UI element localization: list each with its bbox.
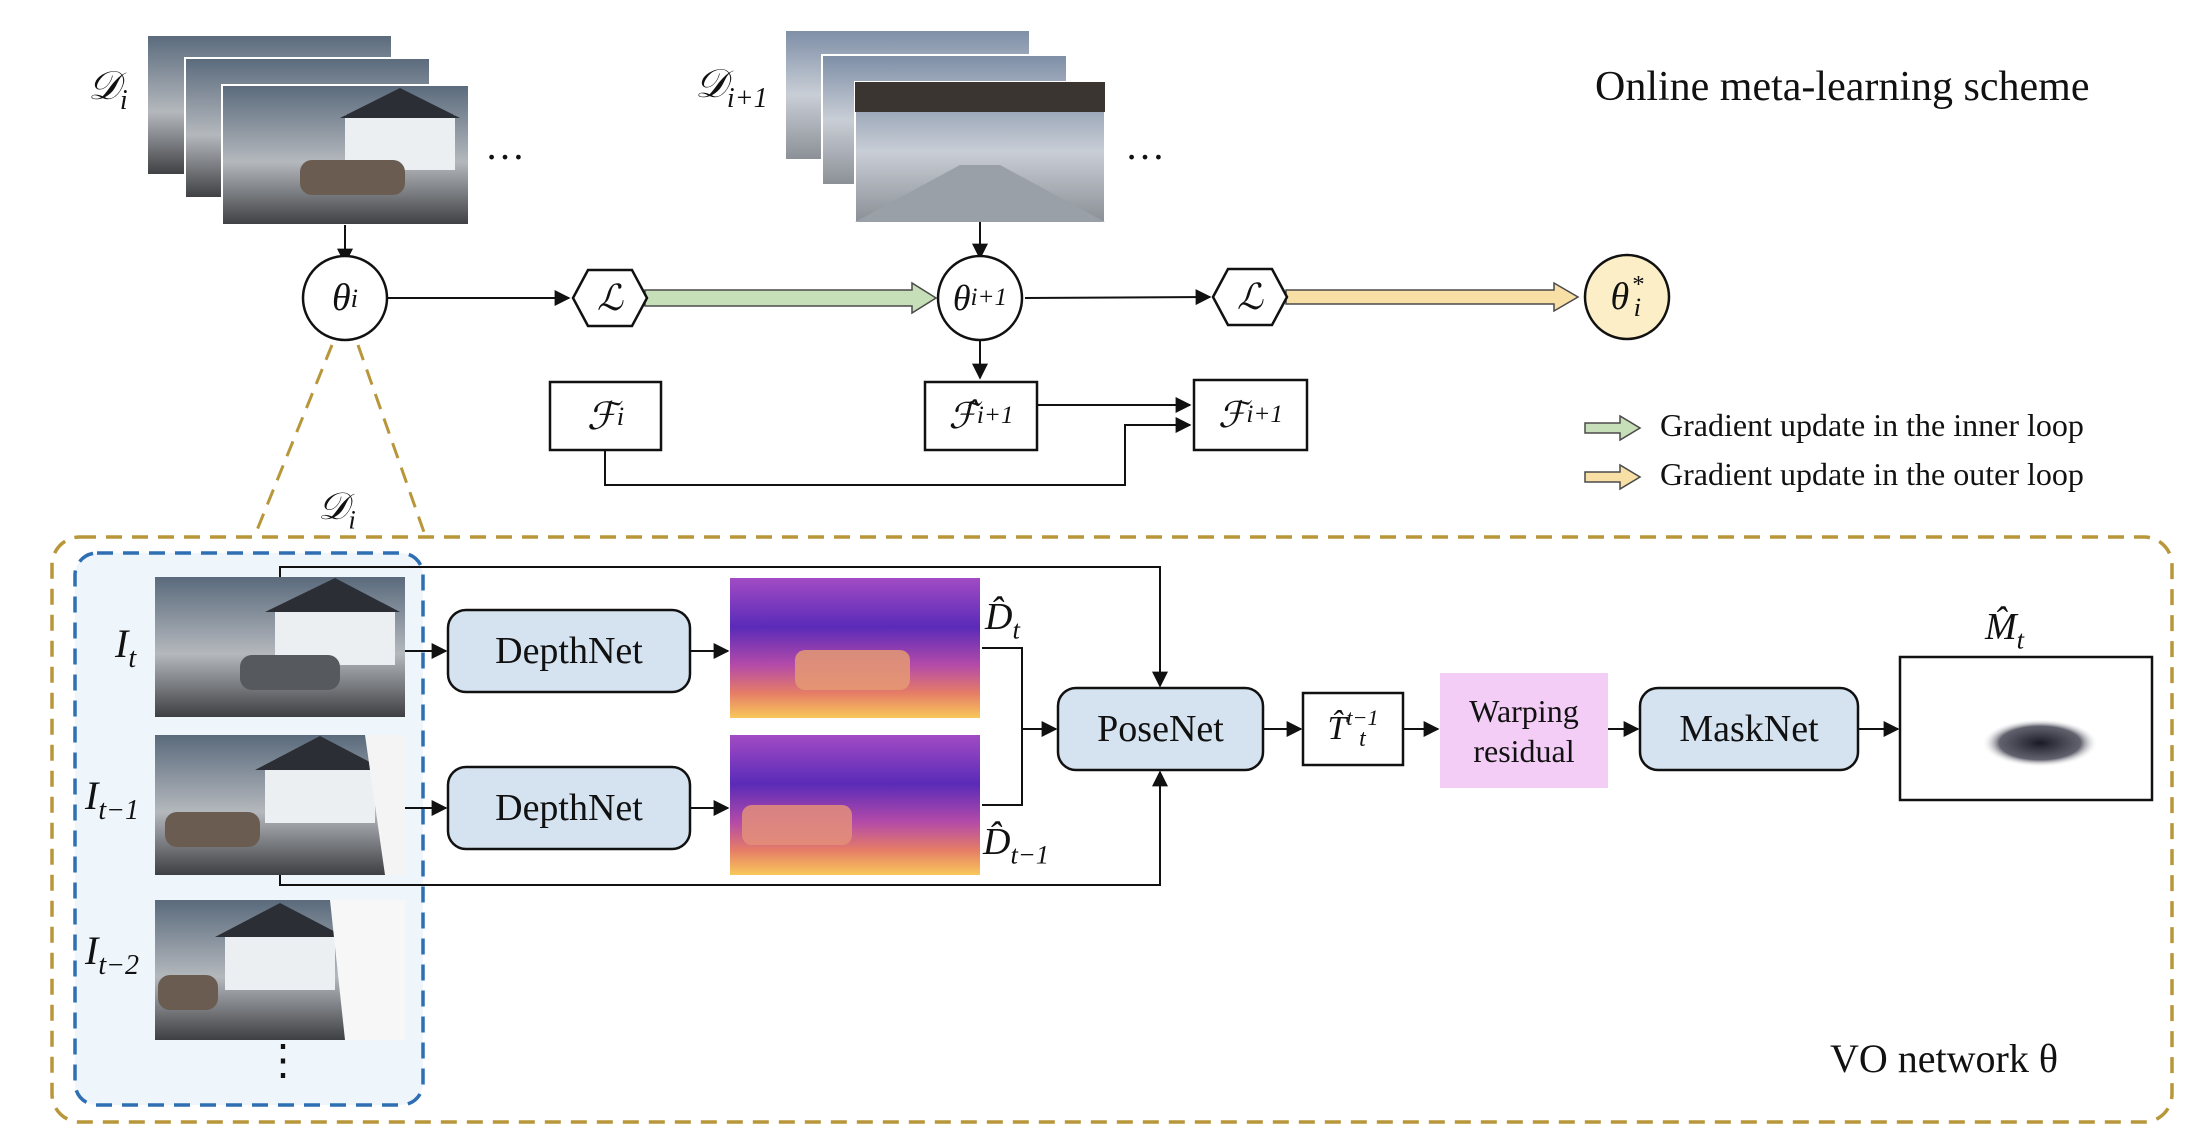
dataset-i-label: 𝒟i <box>88 63 128 116</box>
dataset-i-car <box>300 160 405 195</box>
zoom-line-left <box>253 344 334 536</box>
legend-inner-label: Gradient update in the inner loop <box>1660 407 2084 443</box>
diagram-title: Online meta-learning scheme <box>1595 64 2090 110</box>
frame-t1-image <box>155 735 405 875</box>
ellipsis-dataset-i: … <box>485 123 525 168</box>
dataset-i-stack <box>146 34 470 226</box>
dataset-i1-overpass <box>855 82 1105 112</box>
legend-outer-label: Gradient update in the outer loop <box>1660 456 2084 492</box>
vo-network-frame <box>50 535 2174 1124</box>
frame-t-label: It <box>115 621 137 674</box>
mask-blob <box>1982 719 2098 767</box>
feature-hat-i1-label: ℱ̂i+1 <box>948 396 1014 436</box>
feature-i1-box <box>1192 378 1309 452</box>
vertical-ellipsis: ⋮ <box>262 1038 304 1084</box>
feature-hat-i1-box <box>923 380 1039 452</box>
frame-t2-label: It−2 <box>85 928 140 981</box>
loss-hexagon-inner <box>571 268 649 328</box>
edge-depth-t1-to-posenet <box>982 729 1023 806</box>
depthnet-top-label: DepthNet <box>495 630 643 672</box>
dataset-i-roof <box>340 88 460 118</box>
edge-frame-t1-to-posenet <box>279 770 1168 886</box>
vo-network-label: VO network θ <box>1830 1036 2059 1081</box>
frame-t-image <box>155 577 405 717</box>
feature-i-box <box>548 380 663 452</box>
depth-map-t <box>730 578 980 718</box>
outer-loop-gradient-arrow <box>1285 281 1580 313</box>
depth-t1-label: D̂t−1 <box>983 821 1050 870</box>
dataset-inner-label: 𝒟i <box>318 486 356 535</box>
edge-feature-i-to-feature-i1 <box>604 417 1192 486</box>
legend-outer-arrow <box>1584 463 1642 491</box>
warping-residual-label: Warping residual <box>1469 692 1579 769</box>
theta-i1-node <box>936 254 1024 342</box>
depthnet-bottom-label: DepthNet <box>495 787 643 829</box>
inner-loop-gradient-arrow <box>644 281 938 315</box>
depth-map-t1-object <box>742 805 852 845</box>
loss-hexagon-outer <box>1211 267 1289 327</box>
dataset-i1-label: 𝒟i+1 <box>695 61 768 114</box>
pose-output-box <box>1301 691 1405 767</box>
theta-star-node <box>1583 253 1671 341</box>
dataset-i1-road <box>855 165 1105 222</box>
posenet-label: PoseNet <box>1097 708 1224 750</box>
loss-inner-label: ℒ <box>597 278 623 318</box>
ellipsis-dataset-i1: … <box>1125 123 1165 168</box>
dataset-i1-stack <box>784 29 1106 223</box>
warping-residual-box <box>1440 673 1608 788</box>
theta-i-node <box>301 254 389 342</box>
edge-frame-t-to-posenet <box>279 566 1168 688</box>
legend-inner-arrow <box>1584 414 1642 442</box>
frame-t2-image <box>155 900 405 1040</box>
edge-theta-i1-to-loss2 <box>1024 289 1212 306</box>
masknet-label: MaskNet <box>1679 708 1819 750</box>
mask-label: M̂t <box>1985 606 2025 655</box>
loss-outer-label: ℒ <box>1237 277 1263 317</box>
zoom-line-right <box>356 344 427 536</box>
edge-depth-t-to-posenet <box>982 647 1058 737</box>
depth-t-label: D̂t <box>985 596 1020 645</box>
theta-star-label: θ*i <box>1610 270 1644 323</box>
frame-t1-label: It−1 <box>85 773 140 826</box>
depth-map-t-object <box>795 650 910 690</box>
